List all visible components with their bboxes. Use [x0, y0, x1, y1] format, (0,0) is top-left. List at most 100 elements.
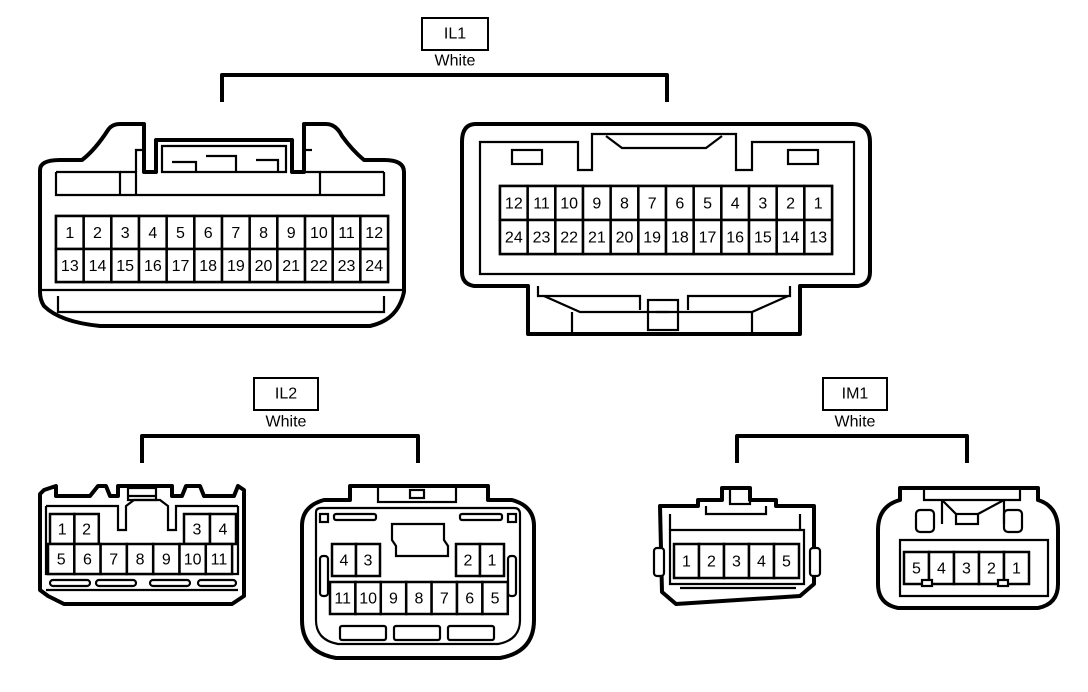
label-il1-color: White — [435, 53, 476, 70]
pin-number: 17 — [699, 230, 717, 247]
pin-cavity — [697, 542, 726, 580]
pin-number: 11 — [533, 196, 550, 213]
pin-number: 2 — [82, 522, 91, 539]
pin-number: 11 — [338, 225, 355, 242]
pin-number: 5 — [912, 561, 921, 578]
pin-number: 4 — [731, 196, 740, 213]
pin-number: 12 — [365, 225, 383, 242]
pin-number: 16 — [144, 258, 162, 275]
pin-number: 6 — [83, 552, 92, 569]
label-il2-color: White — [266, 414, 307, 431]
pin-cavity — [902, 550, 931, 586]
pin-number: 7 — [231, 225, 240, 242]
pin-cavity — [48, 512, 76, 546]
pin-cavity — [220, 247, 251, 284]
pin-cavity — [354, 542, 382, 578]
pin-cavity — [73, 512, 101, 546]
pin-number: 14 — [89, 258, 107, 275]
pin-number: 2 — [93, 225, 102, 242]
pin-number: 6 — [675, 196, 684, 213]
pin-cavity — [803, 218, 834, 256]
pin-number: 8 — [136, 552, 145, 569]
pin-number: 21 — [588, 230, 606, 247]
pin-number: 22 — [560, 230, 578, 247]
pin-cavity — [125, 542, 155, 576]
pin-number: 24 — [365, 258, 383, 275]
pin-cavity — [193, 214, 224, 251]
pin-number: 1 — [1012, 561, 1021, 578]
pin-cavity — [498, 218, 529, 256]
pin-number: 1 — [58, 522, 67, 539]
pin-number: 3 — [193, 522, 202, 539]
pin-number: 1 — [65, 225, 74, 242]
pin-cavity — [952, 550, 981, 586]
pin-cavity — [204, 542, 234, 576]
pin-number: 24 — [505, 230, 523, 247]
pin-number: 5 — [176, 225, 185, 242]
pin-number: 20 — [616, 230, 634, 247]
pin-cavity — [747, 218, 778, 256]
label-il2-name: IL2 — [275, 386, 297, 403]
pin-cavity — [609, 218, 640, 256]
pin-number: 16 — [726, 230, 744, 247]
pin-number: 9 — [287, 225, 296, 242]
label-il2: IL2 White — [253, 377, 319, 431]
pin-cavity — [151, 542, 181, 576]
pin-cavity — [165, 247, 196, 284]
pin-number: 15 — [116, 258, 134, 275]
pin-number: 1 — [682, 554, 691, 571]
pin-number: 4 — [219, 522, 228, 539]
pin-cavity — [454, 542, 482, 578]
pin-number: 9 — [389, 591, 398, 608]
pin-number: 4 — [340, 553, 349, 570]
pin-number: 7 — [109, 552, 118, 569]
pin-number: 1 — [814, 196, 823, 213]
pin-number: 3 — [121, 225, 130, 242]
pin-cavity — [581, 218, 612, 256]
pin-number: 5 — [782, 554, 791, 571]
pin-number: 23 — [533, 230, 551, 247]
label-il1-name: IL1 — [444, 26, 466, 43]
pin-number: 13 — [809, 230, 827, 247]
pin-number: 2 — [987, 561, 996, 578]
bracket-il1 — [220, 73, 669, 102]
pin-cavity — [359, 247, 390, 284]
pin-number: 4 — [757, 554, 766, 571]
bracket-im1 — [735, 434, 969, 463]
pin-number: 20 — [255, 258, 273, 275]
pin-cavity — [455, 580, 484, 616]
pin-number: 10 — [359, 591, 377, 608]
pin-number: 7 — [440, 591, 449, 608]
pin-number: 2 — [786, 196, 795, 213]
pin-number: 1 — [488, 553, 497, 570]
pin-cavity — [478, 542, 506, 578]
pin-cavity — [110, 247, 141, 284]
pin-number: 6 — [204, 225, 213, 242]
pin-cavity — [664, 184, 695, 222]
pin-number: 2 — [464, 553, 473, 570]
pin-number: 19 — [227, 258, 245, 275]
pin-number: 11 — [211, 552, 228, 569]
pin-number: 3 — [364, 553, 373, 570]
pin-cavity — [772, 542, 801, 580]
pin-number: 4 — [148, 225, 157, 242]
pin-number: 12 — [505, 196, 523, 213]
pin-cavity — [637, 218, 668, 256]
label-il1: IL1 White — [421, 17, 489, 70]
